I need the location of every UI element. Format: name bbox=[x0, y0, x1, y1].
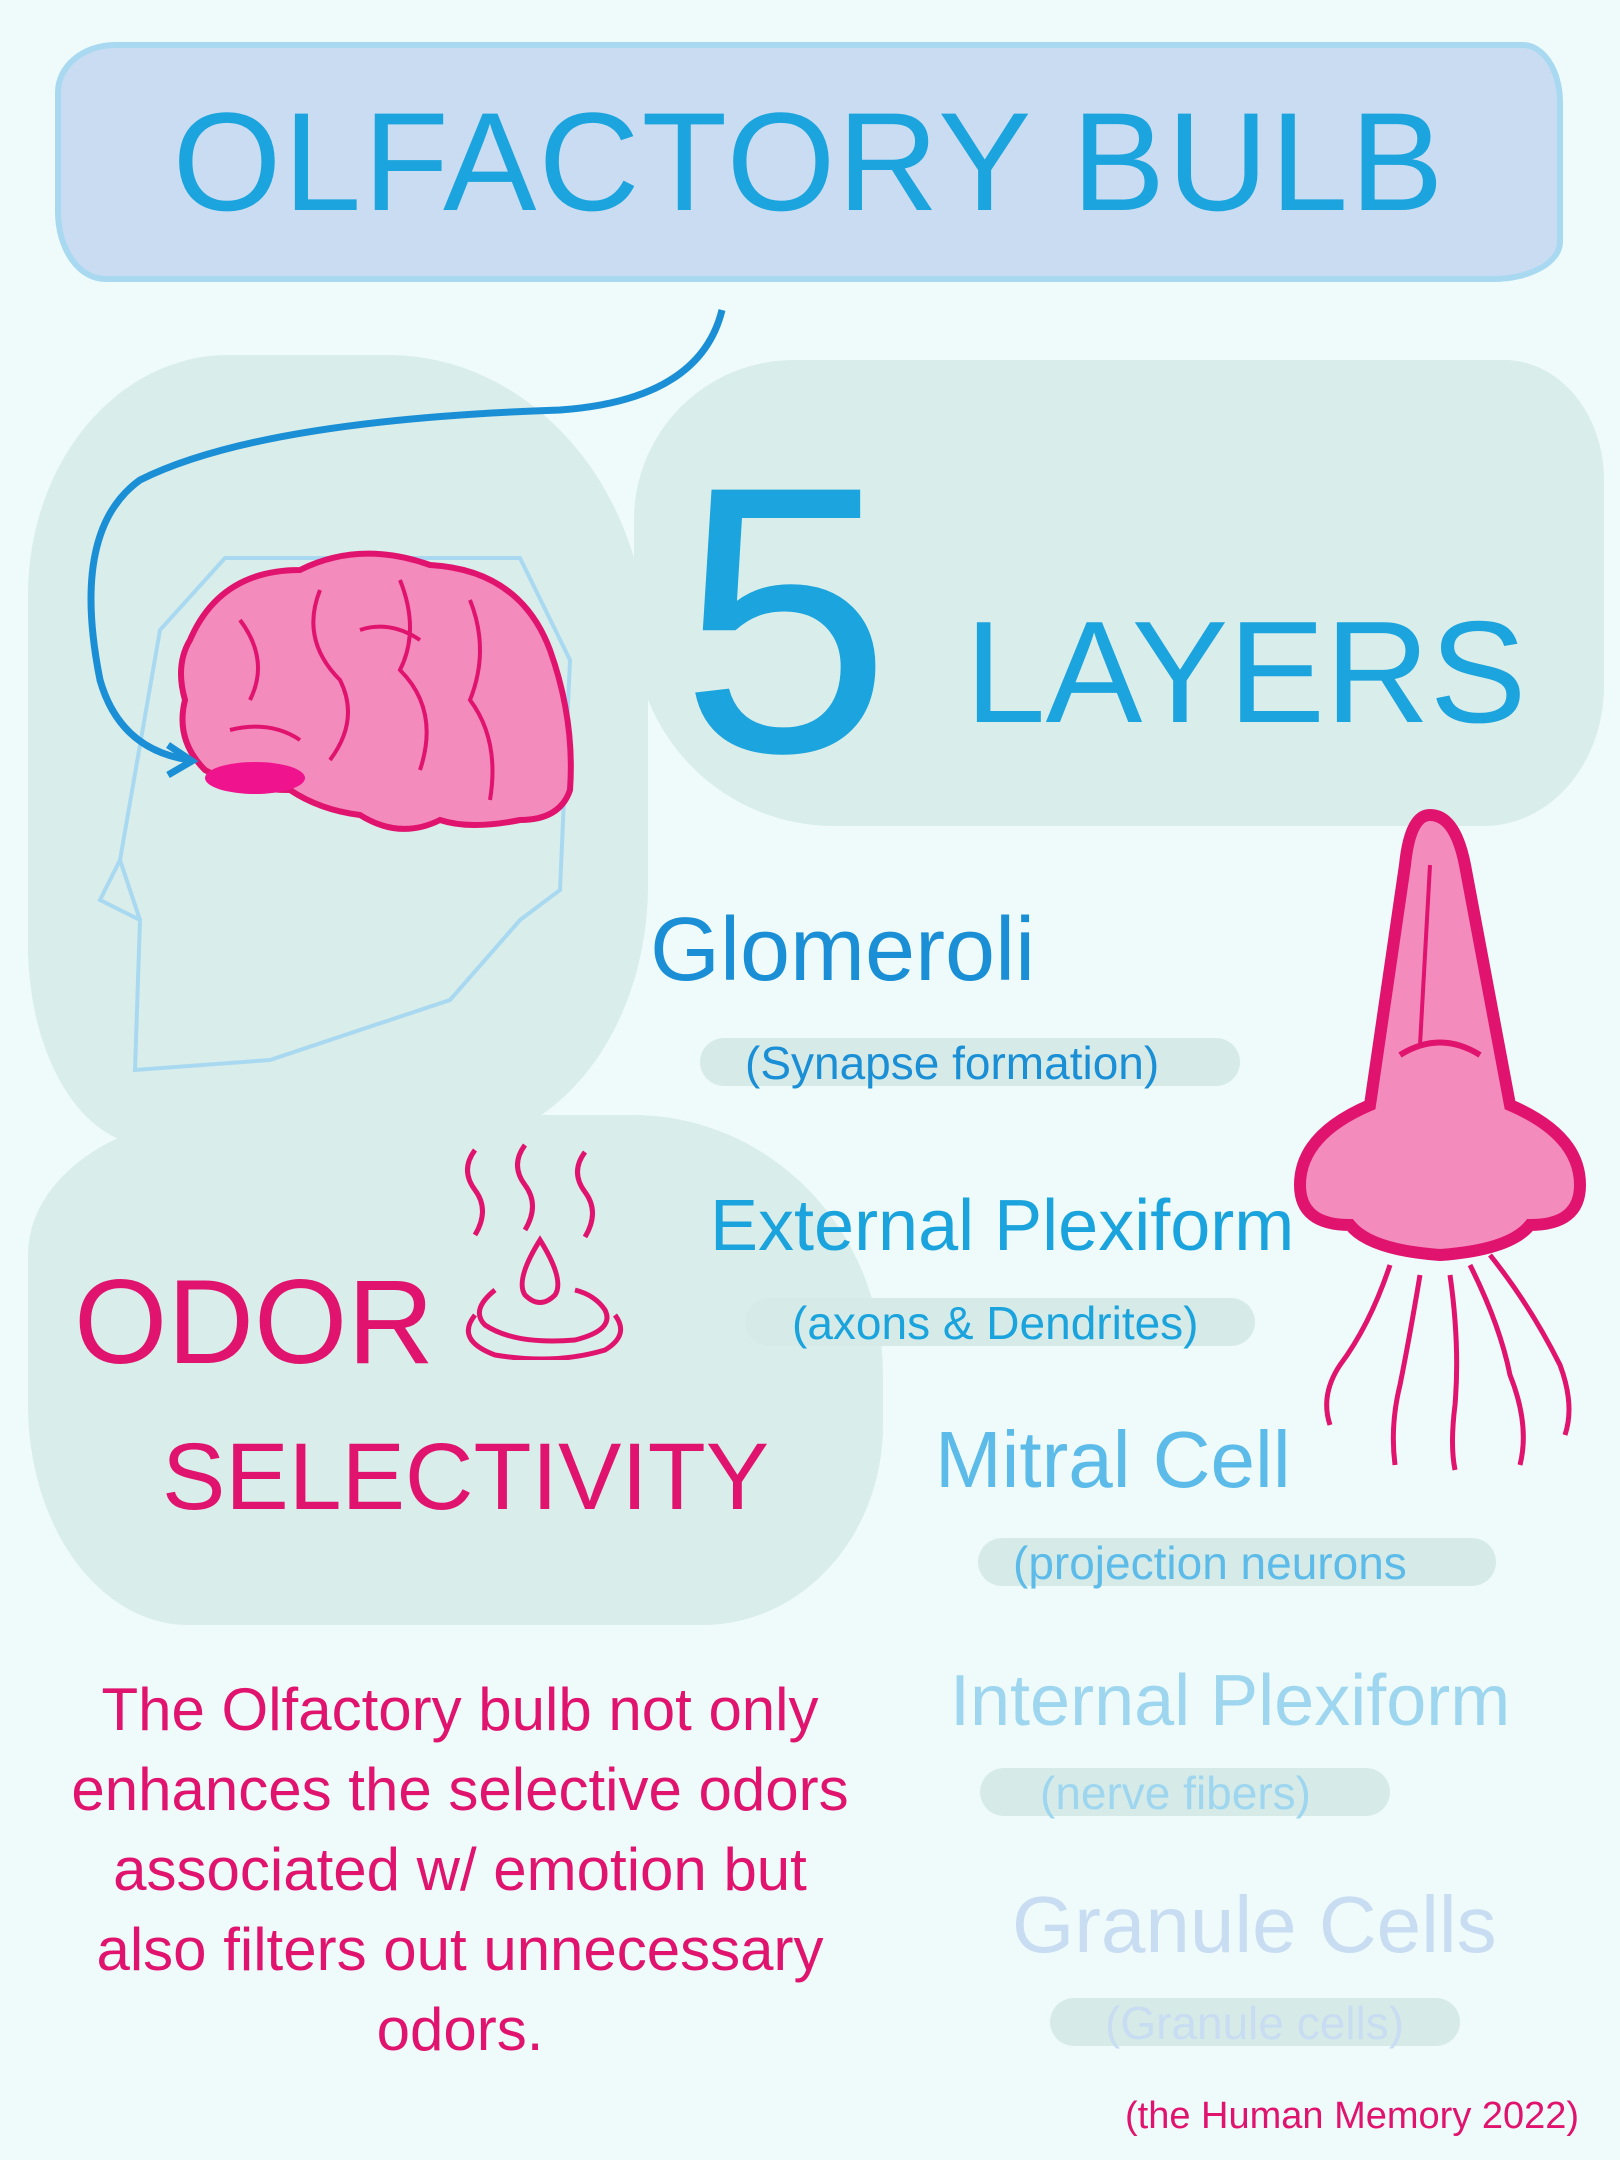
layer-name: Internal Plexiform bbox=[950, 1661, 1511, 1741]
head-brain-illustration bbox=[87, 309, 726, 1073]
citation: (the Human Memory 2022) bbox=[1125, 2095, 1580, 2137]
odor-steam-icon bbox=[465, 1143, 624, 1360]
pill bbox=[1050, 1998, 1460, 2046]
title-banner bbox=[55, 42, 1563, 282]
layers-heading: LAYERS bbox=[965, 591, 1527, 753]
nose-icon bbox=[1293, 808, 1587, 1471]
layer-description: (Synapse formation) bbox=[745, 1037, 1160, 1089]
layer-description: (axons & Dendrites) bbox=[792, 1297, 1199, 1349]
layer-description: (nerve fibers) bbox=[1040, 1767, 1311, 1819]
layer-name: Mitral Cell bbox=[935, 1415, 1291, 1504]
brain-icon bbox=[178, 550, 574, 832]
pill bbox=[700, 1038, 1240, 1086]
layer-name: External Plexiform bbox=[710, 1186, 1295, 1266]
odor-heading-line1: ODOR bbox=[74, 1255, 434, 1389]
pill bbox=[745, 1298, 1255, 1346]
layer-name: Granule Cells bbox=[1012, 1880, 1497, 1969]
description-paragraph: The Olfactory bulb not only enhances the… bbox=[71, 1676, 849, 2063]
page-title: OLFACTORY BULB bbox=[172, 83, 1446, 240]
odor-background-blob bbox=[28, 1115, 883, 1625]
pill bbox=[980, 1768, 1390, 1816]
layer-description: (Granule cells) bbox=[1105, 1997, 1405, 2049]
layers-background-blob bbox=[634, 360, 1604, 826]
layer-name: Glomeroli bbox=[650, 900, 1036, 1000]
odor-heading-line2: SELECTIVITY bbox=[162, 1424, 770, 1530]
layers-count: 5 bbox=[680, 407, 892, 832]
pill bbox=[978, 1538, 1496, 1586]
arrow-icon bbox=[87, 309, 726, 764]
layer-description: (projection neurons bbox=[1013, 1537, 1407, 1589]
